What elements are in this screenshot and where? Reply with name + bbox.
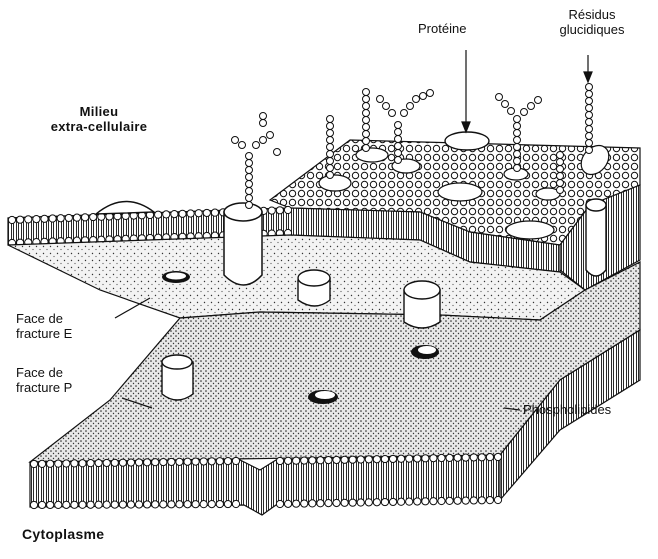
surface-protein [438,183,482,201]
fracture-pit [166,273,186,280]
phospholipides-label: Phospholipides [523,403,611,418]
transmembrane-protein-large [224,203,262,285]
residus-label: Résidus glucidiques [550,8,634,38]
fracture-pit [418,346,436,354]
surface-protein [319,175,351,191]
face-p-label-line2: fracture P [16,381,72,396]
face-p-label-line1: Face de [16,366,72,381]
face-e-label-line1: Face de [16,312,72,327]
surface-protein [506,221,554,239]
protein-particle-e [404,281,440,328]
fracture-pit [315,391,335,399]
residus-label-line1: Résidus [550,8,634,23]
milieu-label: Milieu extra-cellulaire [40,105,158,135]
face-e-label-line2: fracture E [16,327,72,342]
residus-label-line2: glucidiques [550,23,634,38]
protein-right-edge [586,199,606,276]
protein-particle-e [298,270,330,306]
milieu-label-line2: extra-cellulaire [40,120,158,135]
face-p-label: Face de fracture P [16,366,72,396]
protein-particle-p [162,355,193,400]
peripheral-protein-left [96,201,154,214]
milieu-label-line1: Milieu [40,105,158,120]
surface-protein [445,132,489,150]
proteine-label: Protéine [418,22,466,37]
surface-protein [356,148,388,162]
face-e-label: Face de fracture E [16,312,72,342]
cytoplasme-label: Cytoplasme [22,526,104,542]
